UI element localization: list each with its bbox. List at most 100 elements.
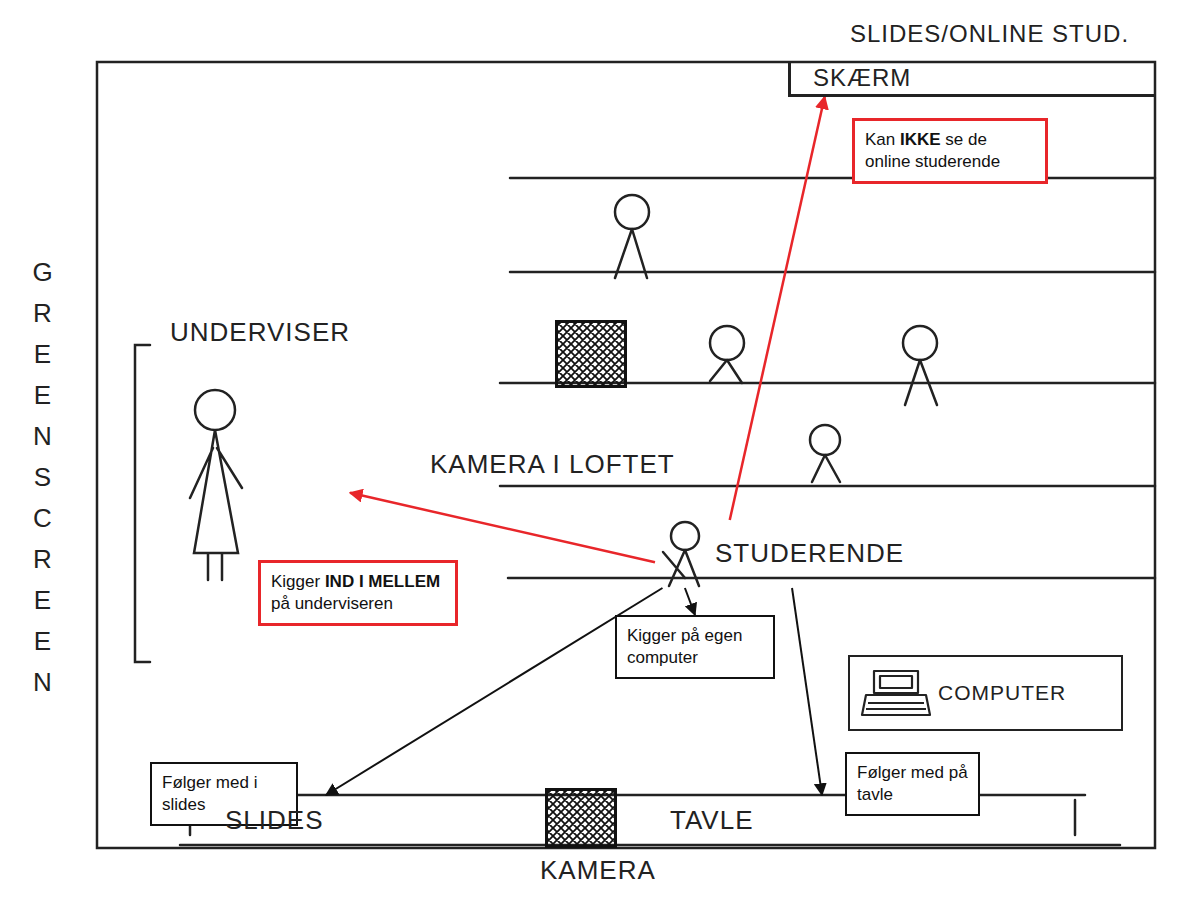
sight-line-arrow (350, 493, 655, 562)
text-run (910, 152, 915, 171)
sketch-stroke (810, 425, 840, 482)
text-run (944, 763, 949, 782)
teacher-figure: UNDERVISER (170, 318, 350, 583)
sketch-stroke (663, 550, 699, 586)
figure-drawing (545, 788, 617, 848)
computer-box: COMPUTER (848, 655, 1123, 731)
text-run: Kan (865, 130, 895, 149)
text-run: se (945, 130, 963, 149)
node-label: KAMERA I LOFTET (430, 450, 675, 480)
figure-drawing (180, 348, 290, 583)
node-label: TAVLE (670, 795, 1075, 845)
ceiling-camera: KAMERA I LOFTET (430, 320, 675, 480)
text-run (364, 572, 369, 591)
sketch-stroke (903, 326, 937, 360)
sketch-stroke (195, 390, 235, 430)
text-run (249, 773, 254, 792)
text-run (320, 572, 325, 591)
text-run: med (911, 763, 944, 782)
sheet-heading: SLIDES/ONLINE STUD. (850, 20, 1129, 48)
figure-drawing (555, 320, 627, 388)
green-screen: GREEN SCREEN (30, 252, 56, 703)
callout-box: Følger med på tavle (845, 752, 980, 816)
text-run: de (968, 130, 987, 149)
text-run: Kigger (271, 572, 320, 591)
board-area: TAVLE (615, 795, 1075, 845)
sketch-stroke (135, 345, 150, 662)
callout-text: Følger med på tavle (857, 762, 968, 806)
text-run (211, 773, 216, 792)
text-run: på (271, 594, 290, 613)
sketch-stroke (615, 229, 647, 278)
text-run: slides (162, 795, 205, 814)
sketch-stroke (190, 390, 242, 580)
sketch-stroke (615, 195, 649, 229)
text-run: IKKE (900, 130, 941, 149)
text-run: underviseren (295, 594, 393, 613)
node-label: KAMERA (540, 856, 656, 886)
text-run: på (949, 763, 968, 782)
text-run: Følger (857, 763, 906, 782)
callout-box: Kigger på egen computer (615, 615, 775, 679)
sight-line-arrow (792, 588, 822, 795)
sketch-stroke (710, 326, 744, 360)
front-camera: KAMERA (540, 788, 656, 886)
sketch-stroke (905, 360, 937, 405)
text-run (895, 130, 900, 149)
text-run (700, 626, 705, 645)
sight-line-arrow (685, 588, 695, 615)
text-run: Kigger (627, 626, 676, 645)
text-run: MELLEM (368, 572, 440, 591)
student-figures (615, 195, 937, 482)
node-label: SLIDES (225, 795, 545, 845)
node-label: STUDERENDE (715, 539, 904, 569)
sketch-stroke (710, 360, 742, 383)
node-label: SKÆRM (813, 64, 1145, 92)
slides-area: SLIDES (180, 795, 545, 845)
text-run: Følger (162, 773, 211, 792)
text-run: med (216, 773, 249, 792)
screen-box: SKÆRM (788, 62, 1155, 97)
text-run (676, 626, 681, 645)
figure-drawing (655, 520, 707, 588)
text-run (941, 130, 946, 149)
sketch-stroke (547, 790, 616, 847)
sketch-stroke (812, 455, 840, 482)
node-label: COMPUTER (938, 681, 1066, 705)
sketch-stroke (500, 178, 1155, 578)
sketch-stroke (862, 695, 930, 715)
sketch-stroke (663, 522, 699, 586)
sketch-stroke (862, 671, 930, 715)
text-run: egen (705, 626, 743, 645)
callout-text: Kigger på egen computer (627, 625, 763, 669)
sketch-stroke (615, 195, 649, 278)
sketch-stroke (810, 425, 840, 455)
text-run: online (865, 152, 910, 171)
figure-drawing (860, 665, 932, 721)
student-figure: STUDERENDE (655, 520, 904, 588)
sketch-stroke (903, 326, 937, 405)
text-run: I (359, 572, 364, 591)
sketch-stroke (557, 322, 626, 387)
text-run: på (681, 626, 700, 645)
sketch-stroke (97, 62, 1155, 848)
sketch-stroke (710, 326, 744, 383)
text-run (290, 594, 295, 613)
callout-box: Kigger IND I MELLEM på underviseren (258, 560, 458, 626)
text-run: tavle (857, 785, 893, 804)
sketch-stroke (671, 522, 699, 550)
sketch-stroke (874, 671, 918, 693)
text-run: studerende (915, 152, 1000, 171)
text-run (963, 130, 968, 149)
node-label: GREEN SCREEN (30, 252, 56, 703)
room-outline (97, 62, 1155, 848)
callout-box: Kan IKKE se de online studerende (852, 118, 1048, 184)
sight-line-arrow (730, 97, 825, 520)
callout-text: Kigger IND I MELLEM på underviseren (271, 571, 445, 615)
text-run (354, 572, 359, 591)
text-run (906, 763, 911, 782)
sketch-stroke (190, 430, 242, 580)
text-run: i (254, 773, 258, 792)
